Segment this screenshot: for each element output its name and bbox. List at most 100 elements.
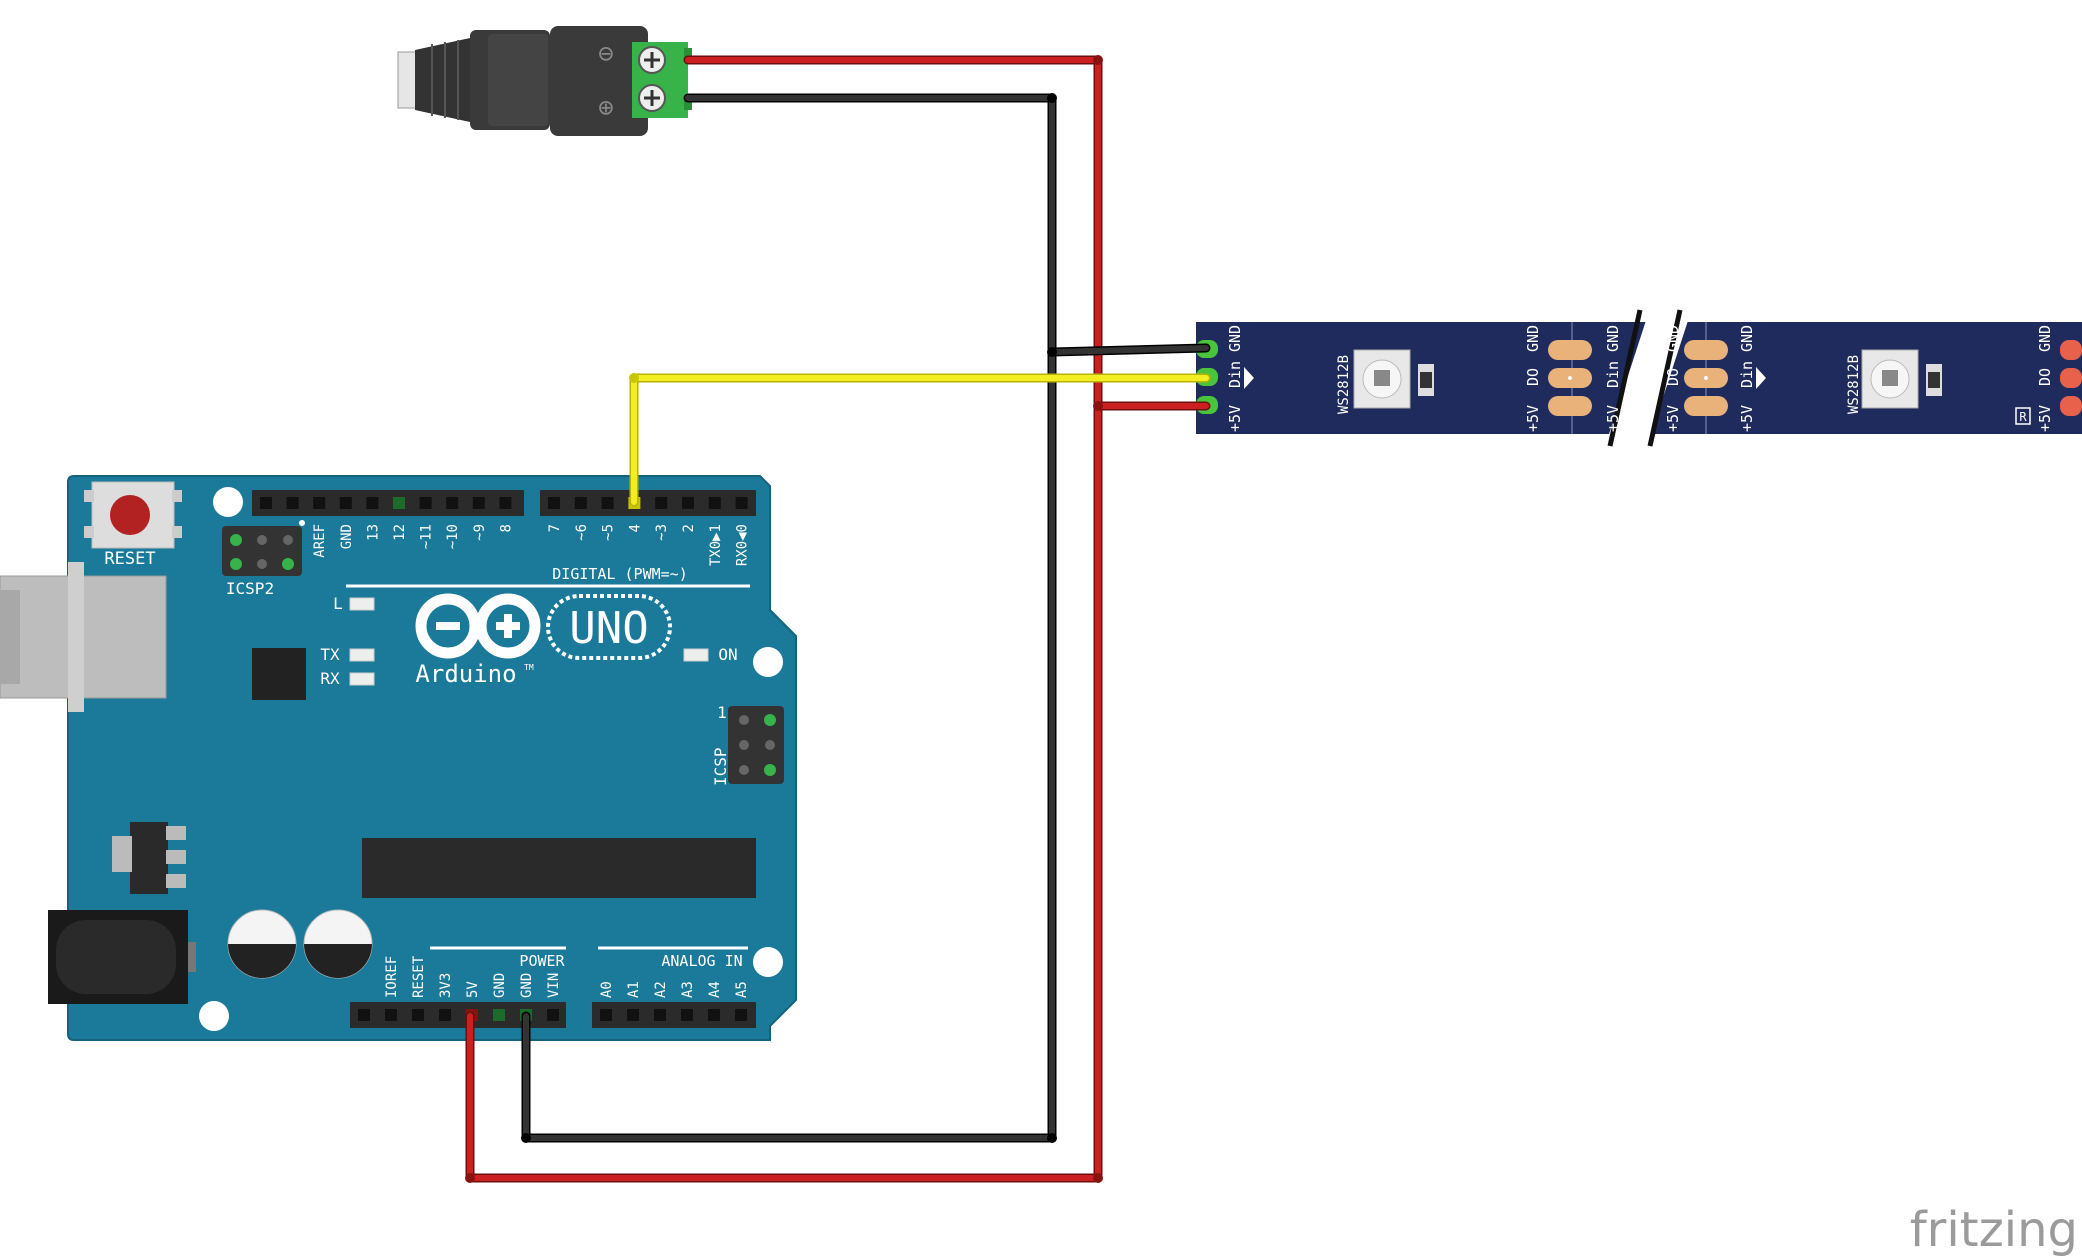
cut-label-gnd: GND bbox=[1604, 325, 1622, 352]
analog-pin-label: A5 bbox=[734, 981, 750, 998]
power-jack bbox=[48, 910, 196, 1004]
digital-pin-label: 12 bbox=[392, 524, 408, 541]
led-on bbox=[683, 648, 709, 662]
analog-pin-label: A0 bbox=[599, 981, 615, 998]
led-strip: GND Din +5V GND DO +5V GND Din +5V GND D… bbox=[1196, 301, 2082, 457]
analog-pin-label: A3 bbox=[680, 981, 696, 998]
digital-pin-label: TX0▶1 bbox=[708, 524, 724, 566]
header-pin bbox=[472, 497, 485, 509]
led-chip-2 bbox=[1861, 349, 1942, 409]
pin-label-5v-in-2: +5V bbox=[1738, 405, 1756, 432]
strip-logo-mark: R bbox=[2019, 410, 2027, 424]
power-pin bbox=[439, 1009, 451, 1021]
pin-label-gnd-in: GND bbox=[1226, 325, 1244, 352]
uno-label: UNO bbox=[569, 603, 648, 654]
cut-label-5v: +5V bbox=[1604, 405, 1622, 432]
power-pin-label: RESET bbox=[411, 955, 427, 998]
pin-label-do-2: DO bbox=[2036, 368, 2054, 386]
power-title: POWER bbox=[519, 952, 565, 970]
digital-pin-label: ~5 bbox=[601, 524, 617, 541]
plus-symbol-label: ⊕ bbox=[598, 93, 614, 123]
led-l-label: L bbox=[333, 594, 343, 613]
analog-header bbox=[592, 1002, 756, 1028]
header-pin bbox=[286, 497, 299, 509]
wires bbox=[465, 55, 1211, 1183]
trademark: TM bbox=[524, 663, 534, 672]
analog-pin-label: A2 bbox=[653, 981, 669, 998]
digital-pin-label: ~3 bbox=[654, 524, 670, 541]
mounting-hole bbox=[213, 487, 243, 517]
reset-button[interactable] bbox=[84, 481, 182, 549]
uno-badge bbox=[546, 594, 672, 660]
mounting-hole bbox=[753, 647, 783, 677]
icsp-label: ICSP bbox=[711, 747, 730, 786]
cut-label-din: Din bbox=[1604, 361, 1622, 388]
header-pin bbox=[735, 497, 748, 509]
minus-symbol-label: ⊖ bbox=[598, 39, 614, 69]
capacitor bbox=[227, 909, 297, 979]
header-pin bbox=[393, 497, 405, 509]
end-pads bbox=[2060, 340, 2082, 416]
led-rx bbox=[349, 672, 375, 686]
icsp-pin1-label: 1 bbox=[717, 703, 727, 722]
header-pin bbox=[548, 497, 560, 509]
pin-label-5v-out: +5V bbox=[1524, 405, 1542, 432]
header-pin bbox=[419, 497, 432, 509]
arduino-logo-icon bbox=[415, 593, 541, 659]
header-pin bbox=[499, 497, 512, 509]
cut-out-label-5v: +5V bbox=[1664, 405, 1682, 432]
mounting-hole bbox=[199, 1001, 229, 1031]
digital-pin-label: 13 bbox=[365, 524, 381, 541]
usb-chip bbox=[252, 648, 306, 700]
voltage-regulator bbox=[112, 822, 186, 894]
power-pin-label: GND bbox=[519, 973, 535, 998]
cut-out-label-gnd: GND bbox=[1664, 325, 1682, 352]
header-pin bbox=[574, 497, 587, 509]
analog-pin-label: A4 bbox=[707, 981, 723, 998]
pin-label-din-2: Din bbox=[1738, 361, 1756, 388]
header-pin bbox=[655, 497, 668, 509]
arduino-logo-text: Arduino bbox=[415, 660, 516, 688]
analog-title: ANALOG IN bbox=[661, 952, 742, 970]
solder-pads bbox=[1548, 340, 1728, 416]
jack-grip bbox=[415, 38, 470, 122]
power-pin bbox=[385, 1009, 397, 1021]
capacitor-2 bbox=[303, 909, 373, 979]
header-pin bbox=[682, 497, 694, 509]
power-pin-label: VIN bbox=[546, 973, 562, 998]
led-tx-label: TX bbox=[320, 645, 340, 664]
arrow-icon bbox=[1244, 367, 1254, 389]
power-pin bbox=[358, 1009, 370, 1021]
power-pin bbox=[547, 1009, 559, 1021]
chip-label-2: WS2812B bbox=[1846, 355, 1862, 414]
pin-label-din: Din bbox=[1226, 361, 1244, 388]
digital-pin-label: 8 bbox=[498, 524, 514, 532]
power-pin-label: 5V bbox=[465, 981, 481, 998]
analog-pin bbox=[627, 1009, 639, 1021]
led-l bbox=[349, 597, 375, 611]
dc-barrel-jack: ⊖ ⊕ ⊖ ⊕ bbox=[397, 26, 692, 136]
reset-button-cap[interactable] bbox=[110, 495, 150, 535]
header-pin bbox=[708, 497, 721, 509]
header-pin bbox=[339, 497, 352, 509]
wire-black-to-strip bbox=[1049, 345, 1209, 355]
chip-label: WS2812B bbox=[1336, 355, 1352, 414]
digital-pin-label: GND bbox=[339, 524, 355, 549]
digital-header-right bbox=[540, 490, 756, 516]
mounting-hole bbox=[753, 947, 783, 977]
arrow-icon bbox=[1756, 367, 1766, 389]
header-pin bbox=[366, 497, 379, 509]
header-pin bbox=[313, 497, 326, 509]
icsp2-header bbox=[222, 526, 302, 576]
reset-label: RESET bbox=[104, 549, 155, 569]
digital-title: DIGITAL (PWM=~) bbox=[552, 565, 687, 583]
power-pin-label: 3V3 bbox=[438, 973, 454, 998]
led-rx-label: RX bbox=[320, 669, 340, 688]
digital-pin-label: RX0◀0 bbox=[735, 524, 751, 566]
pin-label-gnd-in-2: GND bbox=[1738, 325, 1756, 352]
pin-label-do: DO bbox=[1524, 368, 1542, 386]
power-pin-label: IOREF bbox=[384, 956, 400, 998]
digital-pin-label: ~11 bbox=[419, 524, 435, 549]
